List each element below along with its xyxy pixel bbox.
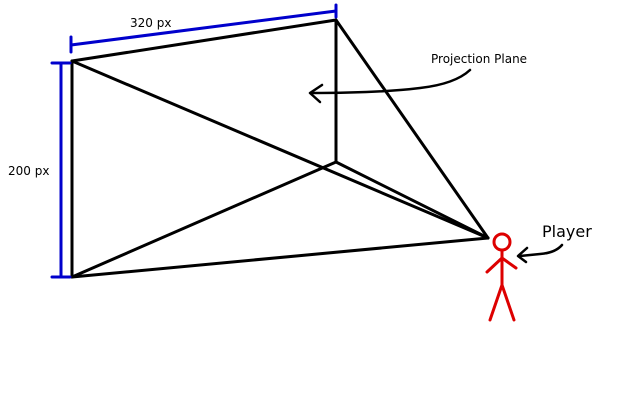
projection-plane-arrow — [308, 68, 472, 104]
ray-top-left — [70, 59, 490, 240]
height-dimension — [50, 61, 72, 279]
plane-diagonal — [70, 160, 338, 279]
frustum — [70, 18, 490, 279]
player-arm-left — [485, 256, 504, 274]
projection-plane-label: Projection Plane — [431, 52, 527, 66]
player-leg-right — [500, 283, 516, 322]
height-label: 200 px — [8, 164, 49, 178]
width-dimension-line — [69, 9, 338, 47]
player-leg-left — [488, 283, 504, 322]
player-arrow — [516, 243, 564, 264]
player-arm-right — [500, 256, 518, 270]
plane-top-edge — [70, 18, 338, 63]
ray-bottom-right — [334, 160, 490, 240]
player-label: Player — [542, 222, 592, 241]
player-head — [492, 232, 512, 252]
ray-top-right — [334, 18, 490, 240]
width-dimension — [69, 3, 338, 54]
ray-bottom-left — [70, 236, 490, 279]
player-figure — [485, 232, 518, 322]
width-label: 320 px — [130, 16, 171, 30]
